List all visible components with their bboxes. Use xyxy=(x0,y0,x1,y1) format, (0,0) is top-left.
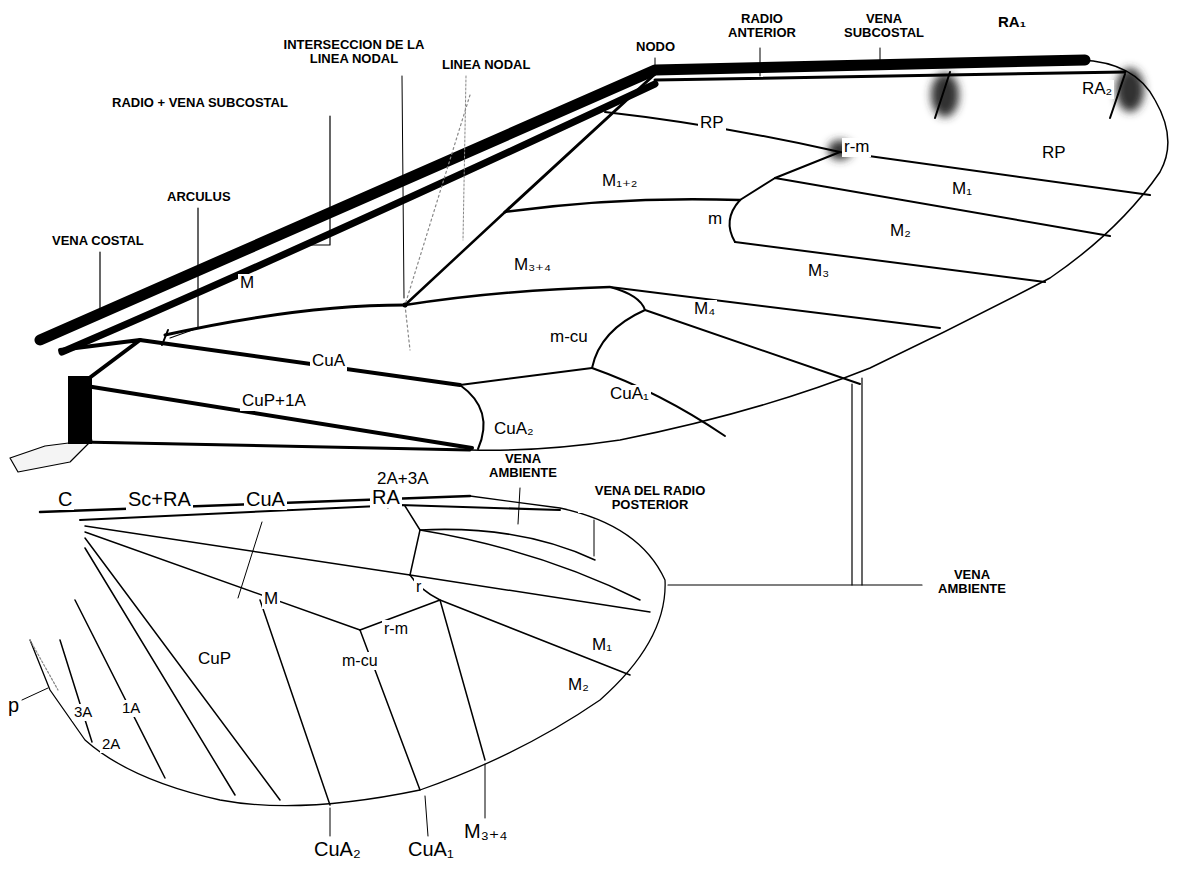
vein-label: M₃₊₄ xyxy=(512,256,553,275)
callout-label: RA₁ xyxy=(996,14,1028,31)
vein-label: M₂ xyxy=(888,222,913,241)
vein-label: CuA xyxy=(310,352,347,371)
vein-label: M₁ xyxy=(950,180,974,199)
callout-label: INTERSECCION DE LA LINEA NODAL xyxy=(262,38,446,67)
vein-label: RP xyxy=(1040,144,1068,163)
vein-label: Sc+RA xyxy=(126,488,193,510)
vein-label: RP xyxy=(698,114,726,133)
vein-label: r-m xyxy=(382,620,410,638)
callout-label: RADIO ANTERIOR xyxy=(716,12,808,41)
hindwing xyxy=(22,488,665,836)
callout-label: VENA AMBIENTE xyxy=(924,568,1020,597)
callout-label: NODO xyxy=(634,40,677,54)
vein-label: M₁ xyxy=(590,636,614,655)
vein-label: p xyxy=(6,694,21,716)
vein-label: m xyxy=(706,210,724,229)
vein-label: CuP+1A xyxy=(240,392,308,411)
vein-label: CuA₂ xyxy=(312,838,363,860)
vein-label: M xyxy=(262,590,280,609)
vein-label: RA xyxy=(370,486,402,508)
vein-label: CuA₂ xyxy=(492,420,536,439)
callout-label: VENA DEL RADIO POSTERIOR xyxy=(578,484,722,513)
vein-label: CuA xyxy=(244,488,287,510)
callout-label: LINEA NODAL xyxy=(440,58,532,72)
vein-label: M₄ xyxy=(692,300,717,319)
callout-label: VENA SUBCOSTAL xyxy=(838,12,930,41)
vein-label: r-m xyxy=(842,138,871,157)
forewing xyxy=(10,48,1168,585)
callout-label: VENA COSTAL xyxy=(50,234,146,248)
vein-label: M₁₊₂ xyxy=(600,172,639,191)
vein-label: CuP xyxy=(196,650,233,669)
vein-label: m-cu xyxy=(340,652,380,670)
vein-label: C xyxy=(56,488,74,510)
callout-label: VENA AMBIENTE xyxy=(478,452,568,481)
vein-label: 1A xyxy=(120,700,142,717)
vein-label: M xyxy=(238,274,256,293)
callout-label: ARCULUS xyxy=(165,190,233,204)
vein-label: r xyxy=(414,578,423,596)
vein-label: RA₂ xyxy=(1080,80,1114,99)
vein-label: M₃ xyxy=(806,262,831,281)
vein-label: CuA₁ xyxy=(608,385,651,404)
callout-label: RADIO + VENA SUBCOSTAL xyxy=(110,96,290,110)
vein-label: 3A xyxy=(72,704,94,721)
vein-label: m-cu xyxy=(548,328,590,347)
vein-label: 2A xyxy=(100,736,122,753)
vein-label: M₃₊₄ xyxy=(462,820,510,842)
vein-label: M₂ xyxy=(566,676,591,695)
vein-label: CuA₁ xyxy=(406,838,456,860)
